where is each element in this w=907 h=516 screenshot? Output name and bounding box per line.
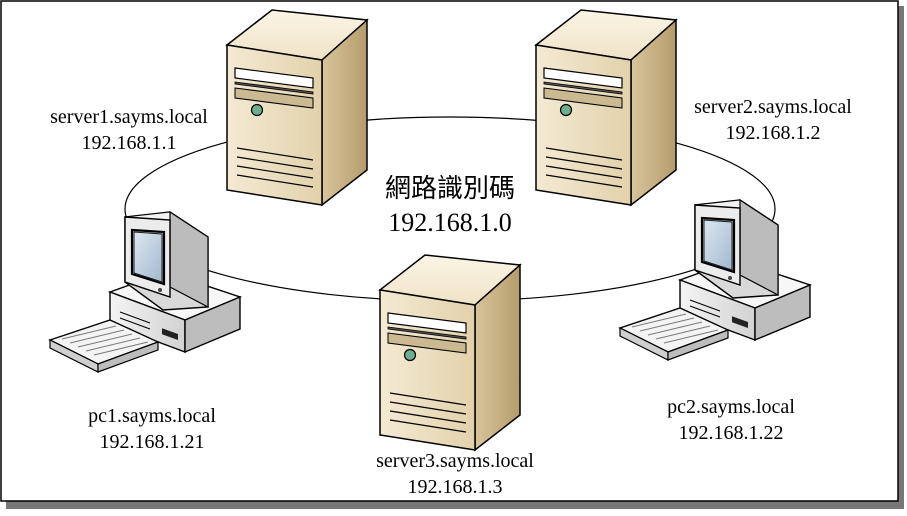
server-tower-icon — [535, 9, 677, 206]
node-ip: 192.168.1.21 — [99, 431, 205, 453]
pc1-label: pc1.sayms.local 192.168.1.21 — [62, 403, 242, 455]
network-id-title: 網路識別碼 — [384, 174, 515, 204]
node-hostname: server3.sayms.local — [376, 450, 534, 472]
server1-label: server1.sayms.local 192.168.1.1 — [24, 104, 234, 156]
node-hostname: server2.sayms.local — [694, 96, 852, 118]
node-ip: 192.168.1.2 — [725, 122, 821, 144]
server3-label: server3.sayms.local 192.168.1.3 — [350, 448, 560, 500]
node-hostname: server1.sayms.local — [50, 106, 208, 128]
server2-label: server2.sayms.local 192.168.1.2 — [668, 94, 878, 146]
server-tower-icon — [379, 254, 521, 451]
network-id-address: 192.168.1.0 — [388, 208, 512, 237]
node-ip: 192.168.1.1 — [81, 132, 177, 154]
network-id-label: 網路識別碼 192.168.1.0 — [350, 172, 550, 240]
node-ip: 192.168.1.3 — [407, 476, 503, 498]
pc2-label: pc2.sayms.local 192.168.1.22 — [641, 394, 821, 446]
node-ip: 192.168.1.22 — [678, 422, 784, 444]
node-hostname: pc1.sayms.local — [88, 405, 216, 427]
server-tower-icon — [226, 9, 368, 206]
node-hostname: pc2.sayms.local — [667, 396, 795, 418]
